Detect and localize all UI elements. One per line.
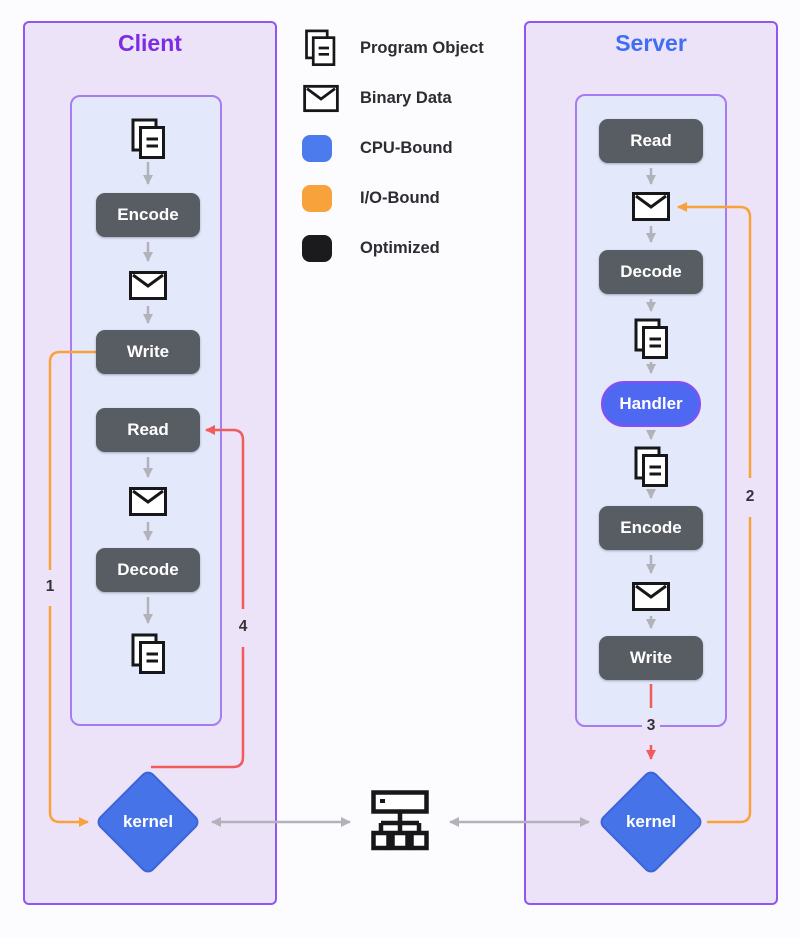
server-kernel-label: kernel xyxy=(625,812,677,831)
client-write-node: Write xyxy=(96,330,200,374)
server-encode-node: Encode xyxy=(599,506,703,550)
client-encode-node: Encode xyxy=(96,193,200,237)
server-panel-title: Server xyxy=(615,30,687,56)
binary-data-icon xyxy=(128,486,168,517)
program-object-icon xyxy=(631,317,671,361)
arrow-label-2: 2 xyxy=(745,488,755,505)
network-switch-icon xyxy=(369,789,431,857)
legend-label: Optimized xyxy=(360,238,440,257)
client-read-node: Read xyxy=(96,408,200,452)
legend-label: CPU-Bound xyxy=(360,138,453,157)
client-decode-node: Decode xyxy=(96,548,200,592)
legend-label: Program Object xyxy=(360,38,484,57)
legend-item-binary-data: Binary Data xyxy=(302,83,484,113)
cpu-bound-swatch xyxy=(302,134,332,162)
legend-label: Binary Data xyxy=(360,88,452,107)
binary-data-icon xyxy=(631,191,671,222)
binary-data-icon xyxy=(302,84,346,113)
legend-label: I/O-Bound xyxy=(360,188,440,207)
server-handler-node: Handler xyxy=(601,381,701,427)
arrow-label-4: 4 xyxy=(238,618,248,635)
legend-item-io-bound: I/O-Bound xyxy=(302,183,484,213)
arrow-label-3: 3 xyxy=(642,717,660,735)
legend-item-cpu-bound: CPU-Bound xyxy=(302,133,484,163)
program-object-icon xyxy=(302,28,346,68)
server-decode-node: Decode xyxy=(599,250,703,294)
legend-item-program-object: Program Object xyxy=(302,29,484,66)
optimized-swatch xyxy=(302,234,332,262)
program-object-icon xyxy=(631,445,671,489)
server-write-node: Write xyxy=(599,636,703,680)
program-object-icon xyxy=(128,117,168,161)
legend: Program Object Binary Data CPU-Bound I/O… xyxy=(302,29,484,283)
client-kernel-label: kernel xyxy=(122,812,174,831)
binary-data-icon xyxy=(128,270,168,301)
server-read-node: Read xyxy=(599,119,703,163)
arrow-label-1: 1 xyxy=(45,578,55,595)
program-object-icon xyxy=(128,632,168,676)
io-bound-swatch xyxy=(302,184,332,212)
client-panel-title: Client xyxy=(118,30,182,56)
binary-data-icon xyxy=(631,581,671,612)
legend-item-optimized: Optimized xyxy=(302,233,484,263)
